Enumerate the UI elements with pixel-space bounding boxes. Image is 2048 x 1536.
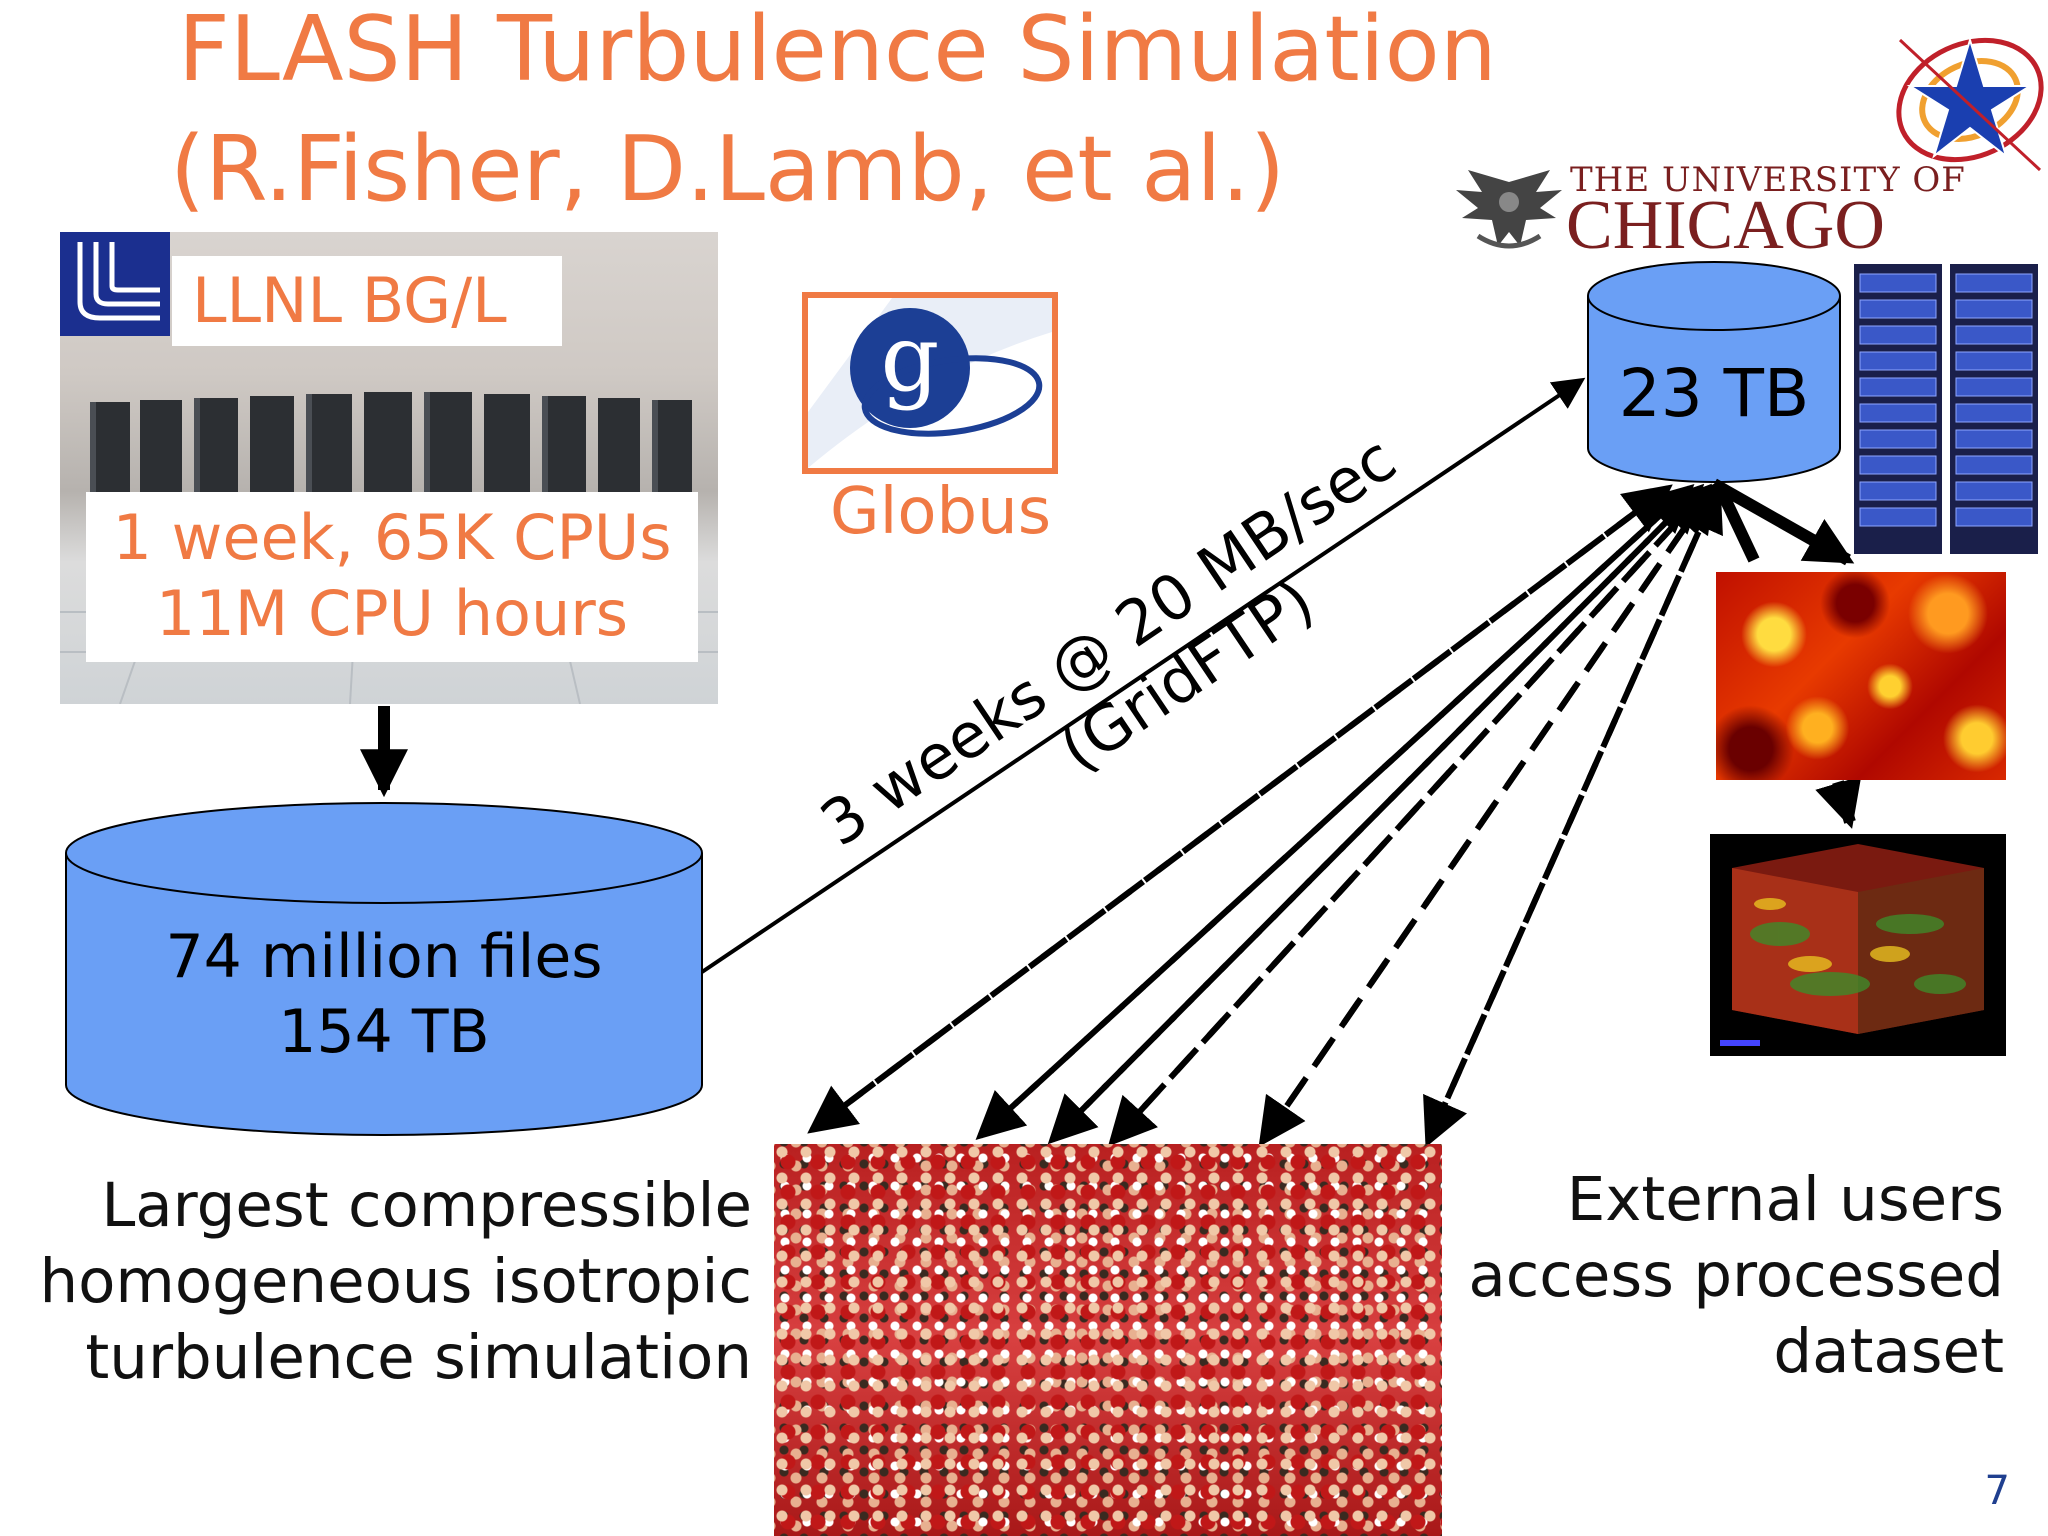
- processing-arrow-1: [1714, 485, 1760, 563]
- access-arrow-5-return: [1258, 486, 1715, 1147]
- phoenix-crest-icon: [1456, 170, 1562, 249]
- external-users-crowd-photo: [774, 1144, 1442, 1536]
- external-users-caption: External users access processed dataset: [1460, 1162, 2004, 1390]
- gridftp-transfer-arrow: [700, 377, 1586, 974]
- slide-title-line-1: FLASH Turbulence Simulation: [178, 0, 1497, 102]
- simulation-caption-line-3: turbulence simulation: [85, 1322, 752, 1393]
- simulation-caption: Largest compressible homogeneous isotrop…: [0, 1168, 752, 1396]
- supercomputer-stats-box: 1 week, 65K CPUs 11M CPU hours: [86, 492, 698, 662]
- university-name-line-1: THE UNIVERSITY OF: [1570, 160, 1966, 200]
- globus-label: Globus: [830, 475, 1052, 549]
- user-access-arrows: [807, 482, 1723, 1148]
- source-storage-cylinder: 74 million files 154 TB: [65, 802, 703, 1136]
- stats-line-1: 1 week, 65K CPUs: [112, 501, 672, 574]
- access-arrow-4-return: [1107, 485, 1711, 1147]
- page-number: 7: [1984, 1468, 2010, 1514]
- access-arrow-1-return: [807, 485, 1670, 1134]
- simulation-caption-line-2: homogeneous isotropic: [39, 1246, 752, 1317]
- access-arrow-3-return: [1047, 485, 1703, 1145]
- visualization-arrow: [1815, 776, 1862, 829]
- storage-server-racks: [1854, 264, 2038, 554]
- globus-logo-letter: g: [881, 305, 940, 412]
- simulation-caption-line-1: Largest compressible: [101, 1170, 752, 1241]
- processing-arrow-2: [1711, 478, 1855, 566]
- target-storage-cylinder: 23 TB: [1587, 261, 1841, 483]
- source-storage-line-2: 154 TB: [278, 997, 489, 1067]
- transfer-label: 3 weeks @ 20 MB/sec (GridFTP): [808, 422, 1409, 860]
- llnl-logo: [60, 232, 170, 336]
- stats-line-2: 11M CPU hours: [155, 577, 629, 650]
- turbulence-slice-image: [1716, 572, 2006, 780]
- source-storage-line-1: 74 million files: [166, 922, 603, 992]
- globus-logo: g: [802, 292, 1058, 474]
- slide-title-line-2: (R.Fisher, D.Lamb, et al.): [170, 117, 1286, 222]
- external-users-caption-line-1: External users: [1566, 1164, 2004, 1235]
- target-storage-label: 23 TB: [1619, 355, 1810, 432]
- external-users-caption-line-3: dataset: [1773, 1316, 2004, 1387]
- university-name-line-2: CHICAGO: [1566, 187, 1885, 264]
- conference-logo: [1896, 36, 2044, 172]
- supercomputer-label: LLNL BG/L: [172, 256, 562, 346]
- 3d-visualization-image: [1710, 834, 2006, 1056]
- transfer-label-line-1: 3 weeks @ 20 MB/sec: [808, 422, 1409, 860]
- access-arrow-2-return: [975, 485, 1693, 1141]
- access-arrow-6-return: [1423, 486, 1721, 1148]
- external-users-caption-line-2: access processed: [1468, 1240, 2004, 1311]
